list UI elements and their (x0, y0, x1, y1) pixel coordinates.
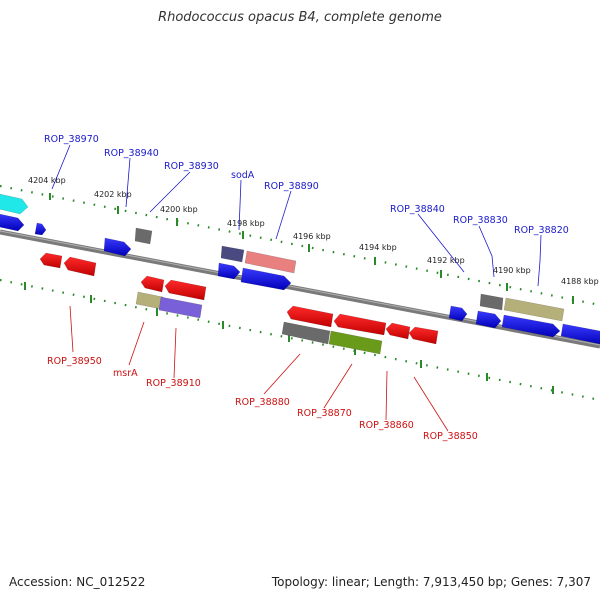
reverse-leader-lines (69, 305, 449, 432)
gene-arrow-blue (217, 262, 241, 280)
lower-major-ticks (24, 282, 554, 394)
gene-arrow-red (408, 326, 439, 345)
gene-arrow-red (164, 279, 207, 301)
forward-strand-genes (0, 193, 600, 345)
accession-info: Accession: NC_012522 (9, 575, 146, 589)
gene-label-rop-38880[interactable]: ROP_38880 (235, 397, 290, 408)
gene-label-rop-38970[interactable]: ROP_38970 (44, 134, 99, 145)
gene-label-rop-38930[interactable]: ROP_38930 (164, 161, 219, 172)
gene-arrow-blue (448, 305, 468, 322)
gene-label-rop-38820[interactable]: ROP_38820 (514, 225, 569, 236)
gene-label-soda[interactable]: sodA (231, 170, 255, 181)
gene-arrow-blue (475, 310, 502, 329)
lower-tick-track (0, 278, 600, 402)
gene-label-rop-38830[interactable]: ROP_38830 (453, 215, 508, 226)
genome-title: Rhodococcus opacus B4, complete genome (158, 10, 442, 25)
tick-label: 4204 kbp (28, 176, 66, 185)
tick-label: 4198 kbp (227, 219, 265, 228)
gene-arrow-blue (501, 314, 561, 338)
sequence-axis-highlight (0, 230, 600, 346)
gene-arrow-red (385, 322, 411, 340)
gene-arrow-blue (0, 213, 25, 232)
gene-label-rop-38940[interactable]: ROP_38940 (104, 148, 159, 159)
gene-label-rop-38860[interactable]: ROP_38860 (359, 420, 414, 431)
gene-arrow-blue (34, 222, 47, 236)
gene-label-rop-38840[interactable]: ROP_38840 (390, 204, 445, 215)
gene-arrow-red (63, 256, 97, 277)
gene-arrow-purple (220, 245, 245, 263)
gene-label-rop-38870[interactable]: ROP_38870 (297, 408, 352, 419)
sequence-axis (0, 229, 600, 349)
tick-label: 4194 kbp (359, 243, 397, 252)
gene-arrow-red (286, 305, 334, 328)
upper-tick-track (0, 184, 600, 307)
gene-label-rop-38850[interactable]: ROP_38850 (423, 431, 478, 442)
tick-label: 4200 kbp (160, 205, 198, 214)
gene-arrow-red (333, 313, 387, 336)
gene-arrow-red (140, 275, 165, 293)
forward-leader-lines (51, 144, 542, 287)
gene-arrow-khaki (503, 297, 565, 322)
gene-arrow-red (39, 252, 63, 269)
tick-label: 4190 kbp (493, 266, 531, 275)
tick-label: 4188 kbp (561, 277, 599, 286)
gene-arrow-blue (560, 323, 600, 345)
gene-arrow-khaki (135, 291, 164, 310)
gene-arrow-slateblue (158, 296, 203, 319)
gene-label-rop-38890[interactable]: ROP_38890 (264, 181, 319, 192)
tick-label: 4192 kbp (427, 256, 465, 265)
reverse-strand-genes (39, 252, 439, 355)
gene-arrow-blue (240, 267, 292, 291)
gene-arrow-gray (134, 227, 153, 245)
gene-arrow-pink (244, 250, 297, 274)
tick-label: 4202 kbp (94, 190, 132, 199)
topology-info: Topology: linear; Length: 7,913,450 bp; … (271, 575, 591, 589)
gene-arrow-gray (281, 321, 331, 345)
gene-arrow-cyan (0, 193, 29, 215)
gene-arrow-olive (328, 330, 383, 355)
gene-label-rop-38950[interactable]: ROP_38950 (47, 356, 102, 367)
gene-label-rop-38910[interactable]: ROP_38910 (146, 378, 201, 389)
tick-label: 4196 kbp (293, 232, 331, 241)
gene-arrow-blue (103, 237, 132, 257)
gene-arrow-gray (479, 293, 504, 311)
upper-major-ticks (49, 193, 574, 304)
gene-label-msra[interactable]: msrA (113, 368, 138, 379)
